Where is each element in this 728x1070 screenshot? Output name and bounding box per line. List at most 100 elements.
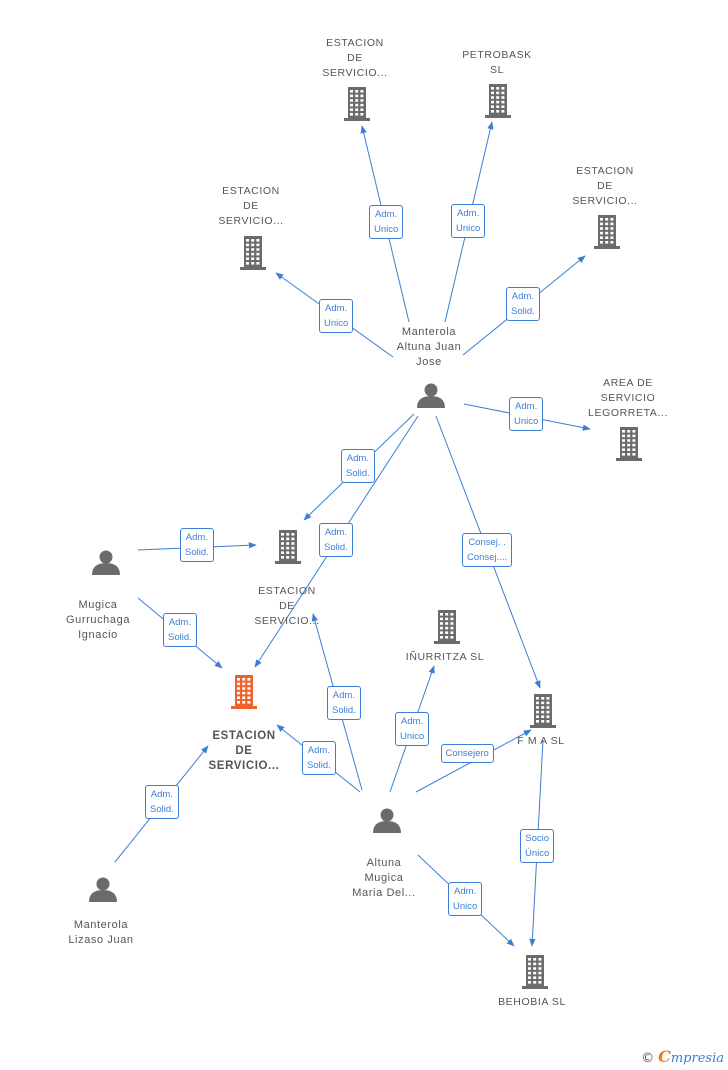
edge-label-p-manterola-jose-to-c-petrobask[interactable]: Adm. Unico — [451, 204, 486, 238]
empresia-logo[interactable]: ©Cmpresia — [641, 1047, 724, 1066]
node-label-line: ESTACION — [212, 730, 276, 742]
edge-label-p-altuna-to-c-mid[interactable]: Adm.Solid. — [327, 686, 361, 720]
node-label-line: DE — [243, 199, 259, 212]
edge-label-line: Adm. — [401, 716, 424, 727]
node-label-line: AREA DE — [603, 376, 653, 389]
node-label-line: Manterola — [401, 325, 457, 338]
edge-label-p-altuna-to-c-inurritza[interactable]: Adm. Unico — [395, 712, 430, 746]
edge-label-line: Adm. — [457, 208, 480, 219]
node-label-c-left1[interactable]: ESTACION DE SERVICIO... — [191, 184, 311, 229]
edge-label-line: Solid. — [511, 306, 535, 317]
node-label-c-main[interactable]: ESTACION DE SERVICIO... — [184, 729, 304, 774]
edge-label-line: Solid. — [150, 804, 174, 815]
edge-label-line: Unico — [514, 416, 539, 427]
building-icon-c-main[interactable] — [231, 675, 257, 709]
building-icon-c-top1[interactable] — [344, 87, 370, 121]
person-icon-p-mugica[interactable] — [92, 550, 120, 576]
node-label-line: SL — [489, 64, 505, 76]
node-label-line: SERVICIO... — [254, 615, 320, 627]
edge-label-line: Solid. — [307, 760, 331, 771]
edge-label-line: Solid. — [324, 542, 348, 553]
edge-label-p-altuna-to-c-fma[interactable]: Consejero — [440, 743, 494, 763]
edge-label-line: Solid. — [332, 705, 356, 716]
edge-label-p-manterola-jose-to-c-main[interactable]: Adm. Solid. — [319, 523, 353, 557]
node-label-c-mid[interactable]: ESTACION DE SERVICIO... — [227, 584, 347, 629]
building-icon-c-area[interactable] — [616, 427, 642, 461]
node-label-c-behobia[interactable]: BEHOBIA SL — [472, 995, 592, 1010]
node-label-line: SERVICIO... — [572, 194, 638, 207]
person-icon-p-manterola-jose[interactable] — [417, 383, 445, 409]
person-icon-p-altuna[interactable] — [373, 808, 401, 834]
edge-label-p-manterola-jose-to-c-fma[interactable]: Consej. .Consej.... — [462, 533, 513, 567]
node-label-line: Lizaso Juan — [68, 934, 134, 946]
edge-label-p-mugica-to-c-mid[interactable]: Adm. Solid. — [180, 528, 214, 562]
edge-label-line: Consej. . — [468, 537, 506, 548]
edge-label-line: Unico — [400, 731, 425, 742]
edge-label-line: Adm. — [511, 291, 534, 302]
node-label-line: SERVICIO... — [208, 760, 280, 772]
edge-label-p-manterola-jose-to-c-top1[interactable]: Adm. Unico — [369, 205, 404, 239]
edge-label-p-mugica-to-c-main[interactable]: Adm.Solid. — [163, 613, 197, 647]
edge-label-line: Adm. — [346, 453, 369, 464]
edge-label-line: Adm. — [375, 209, 398, 220]
edge-label-line: Socio — [525, 833, 550, 844]
node-label-line: Ignacio — [78, 629, 118, 641]
building-icon-c-fma[interactable] — [530, 694, 556, 728]
edge-label-line: Adm. — [185, 532, 208, 543]
edge-label-line: Adm. — [168, 617, 191, 628]
node-label-c-inurritza[interactable]: IÑURRITZA SL — [385, 650, 505, 665]
building-icon-c-right1[interactable] — [594, 215, 620, 249]
node-label-line: Gurruchaga — [65, 614, 131, 626]
person-icon-p-manterola-lizaso[interactable] — [89, 877, 117, 903]
node-label-line: SERVICIO... — [322, 66, 388, 79]
building-icon-c-behobia[interactable] — [522, 955, 548, 989]
node-label-c-fma[interactable]: F M A SL — [481, 734, 601, 749]
copyright-icon: © — [641, 1051, 655, 1066]
node-label-line: ESTACION — [258, 585, 316, 597]
node-label-line: BEHOBIA SL — [498, 996, 566, 1008]
building-icon-c-inurritza[interactable] — [434, 610, 460, 644]
edge-label-line: Único — [525, 848, 550, 859]
node-label-line: Mugica — [78, 599, 118, 611]
node-label-line: PETROBASK — [462, 49, 532, 61]
node-label-line: F M A SL — [517, 735, 565, 747]
edge-label-line: Adm. — [515, 401, 538, 412]
building-icon-c-petrobask[interactable] — [485, 84, 511, 118]
edge-label-line: Unico — [324, 318, 349, 329]
node-label-line: SERVICIO — [600, 391, 656, 404]
edge-label-p-altuna-to-c-main[interactable]: Adm.Solid. — [302, 741, 336, 775]
node-label-line: Jose — [416, 355, 442, 368]
building-icon-c-left1[interactable] — [240, 236, 266, 270]
edge-label-line: Adm. — [324, 527, 347, 538]
node-label-line: DE — [279, 600, 295, 612]
node-label-c-petrobask[interactable]: PETROBASK SL — [437, 48, 557, 78]
edge-label-line: Consejero — [445, 747, 489, 759]
node-label-line: Maria Del... — [352, 887, 416, 899]
edge-label-p-manterola-jose-to-c-area[interactable]: Adm. Unico — [509, 397, 544, 431]
edge-label-line: Unico — [453, 901, 478, 912]
building-icon-c-mid[interactable] — [275, 530, 301, 564]
node-label-line: Altuna — [366, 857, 402, 869]
edge-label-p-manterola-jose-to-c-left1[interactable]: Adm.Unico — [319, 299, 354, 333]
edge-label-line: Solid. — [346, 468, 370, 479]
edge-label-p-manterola-jose-to-c-right1[interactable]: Adm. Solid. — [506, 287, 540, 321]
edge-label-line: Solid. — [185, 547, 209, 558]
node-label-line: DE — [235, 745, 253, 757]
edge-label-p-manterola-jose-to-c-mid[interactable]: Adm. Solid. — [341, 449, 375, 483]
edge-label-p-altuna-to-c-behobia[interactable]: Adm.Unico — [448, 882, 483, 916]
node-label-line: SERVICIO... — [218, 214, 284, 227]
edge-label-line: Unico — [456, 223, 481, 234]
edge-label-p-manterola-lizaso-to-c-main[interactable]: Adm.Solid. — [145, 785, 179, 819]
edge-label-line: Unico — [374, 224, 399, 235]
node-label-line: Manterola — [73, 919, 129, 931]
node-label-line: ESTACION — [222, 184, 280, 197]
